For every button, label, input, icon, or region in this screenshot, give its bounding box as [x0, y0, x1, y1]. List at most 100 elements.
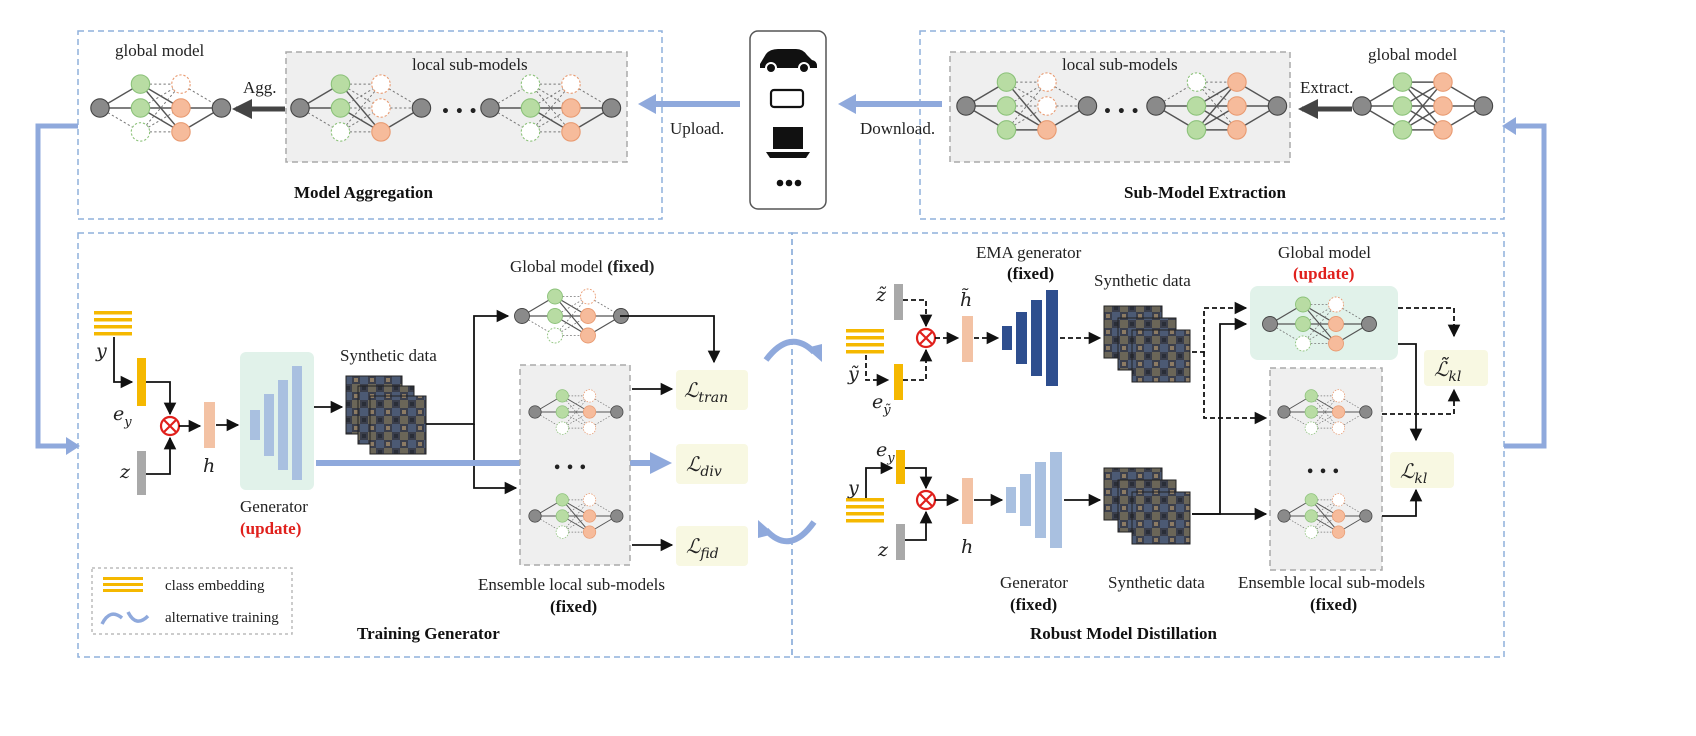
ema-synth-to-global-line: [1192, 301, 1248, 353]
hidden-node-active: [1392, 96, 1413, 116]
h-bar-right: [962, 478, 973, 524]
input-node: [528, 405, 542, 419]
network-edge: [1046, 81, 1088, 107]
hidden-node-dropped: [1037, 96, 1057, 116]
hidden-node-active: [1328, 316, 1344, 332]
global-model-label-topright: global model: [1368, 45, 1458, 64]
multiply-icon-right: [915, 489, 937, 511]
input-node: [1352, 96, 1372, 116]
hidden-node-dropped: [561, 74, 581, 94]
hidden-node-active: [1227, 96, 1247, 116]
hidden-node-active: [1186, 96, 1207, 116]
input-node: [1146, 96, 1166, 116]
z-to-mult-line-right: [905, 510, 933, 541]
flow-arrow-right: [1504, 123, 1547, 449]
generator-label-right: Generator: [1000, 573, 1068, 592]
h-bar-left: [204, 402, 215, 448]
div-big-arrow-head: [650, 452, 672, 474]
download-arrow-head: [838, 94, 856, 114]
ema-fixed-label: (fixed): [1007, 264, 1054, 283]
network-edge: [562, 499, 590, 533]
network-edge: [587, 296, 622, 317]
device-box: [749, 30, 827, 210]
network-edge: [562, 515, 590, 533]
input-node: [1277, 509, 1291, 523]
hidden-node-dropped: [1295, 335, 1311, 352]
hidden-node-active: [555, 509, 569, 523]
network-edge: [562, 395, 590, 413]
global-model-network-bottomleft: [514, 288, 629, 344]
loss-div: ℒdiv: [676, 444, 748, 484]
input-node: [528, 509, 542, 523]
z-label-right: z: [877, 539, 889, 561]
hidden-node-dropped: [371, 74, 391, 94]
input-node: [90, 98, 110, 118]
upload-label: Upload.: [670, 119, 724, 138]
global-to-lkltilde-line: [1398, 307, 1461, 338]
hidden-node-dropped: [582, 389, 597, 403]
network-edge: [1006, 81, 1048, 107]
network-edge: [562, 395, 590, 429]
hidden-node-active: [171, 98, 191, 118]
hidden-node-dropped: [582, 493, 597, 507]
hidden-node-dropped: [130, 122, 151, 142]
output-node: [610, 509, 624, 523]
network-edge: [1311, 395, 1339, 429]
hidden-node-dropped: [582, 421, 597, 435]
ensemble-sub-model-1-left: [528, 389, 624, 435]
y-to-ey-line-right: [865, 461, 894, 498]
network-edge: [1006, 105, 1048, 131]
hidden-node-dropped: [520, 74, 541, 94]
model-aggregation-title: Model Aggregation: [294, 183, 434, 202]
ey-to-mult-line-right: [905, 467, 933, 490]
generator-update-label: (update): [240, 519, 301, 538]
ema-generator-label: EMA generator: [976, 243, 1082, 262]
z-label-left: z: [119, 461, 131, 483]
global-model-box-right: [1250, 286, 1398, 360]
loss-fid: ℒfid: [676, 526, 748, 566]
ens-to-lkl-line: [1382, 488, 1423, 517]
multiply-icon-ema: [915, 327, 937, 349]
generator-left: [240, 352, 314, 490]
network-edge: [340, 83, 382, 133]
network-edge: [1155, 81, 1197, 107]
flow-arrow-right-head: [1502, 117, 1516, 135]
hidden-node-active: [996, 72, 1017, 92]
hidden-node-active: [555, 389, 569, 403]
network-edge: [570, 83, 612, 109]
network-edge: [299, 107, 341, 133]
network-edge: [1196, 81, 1238, 131]
network-edge: [1283, 515, 1312, 533]
hidden-node-active: [1331, 405, 1346, 419]
synthetic-data-stack-left: [345, 375, 427, 455]
network-edge: [562, 499, 590, 517]
loss-tran: ℒtran: [676, 370, 748, 410]
network-edge: [340, 107, 382, 133]
upload-arrow-head: [638, 94, 656, 114]
training-generator-title: Training Generator: [357, 624, 500, 643]
z-to-mult-line: [146, 436, 177, 475]
ensemble-ellipsis-right: • • •: [1306, 465, 1340, 480]
hidden-node-active: [1037, 120, 1057, 140]
loss-kl: ℒkl: [1390, 452, 1454, 488]
multiply-icon-left: [159, 415, 181, 437]
more-icon: [776, 179, 802, 187]
output-node: [1267, 96, 1288, 116]
network-edge: [562, 411, 590, 429]
ensemble-sub-model-2-left: [528, 493, 624, 539]
hidden-node-active: [1433, 96, 1453, 116]
global-model-label-right: Global model: [1278, 243, 1371, 262]
hidden-node-active: [1392, 120, 1413, 140]
network-edge: [1302, 304, 1337, 325]
network-edge: [534, 515, 563, 533]
global-model-network-bottomright: [1262, 296, 1377, 352]
hidden-node-active: [1331, 509, 1346, 523]
synthetic-data-label-bottom: Synthetic data: [1108, 573, 1205, 592]
phone-icon: [769, 88, 805, 109]
network-edge: [1338, 499, 1367, 517]
ema-synth-to-ensemble-line: [1203, 352, 1268, 425]
ztilde-to-mult-line: [903, 299, 933, 328]
hidden-node-active: [1227, 72, 1247, 92]
loss-kl-tilde: ℒ̃kl: [1424, 350, 1488, 386]
output-node: [610, 405, 624, 419]
